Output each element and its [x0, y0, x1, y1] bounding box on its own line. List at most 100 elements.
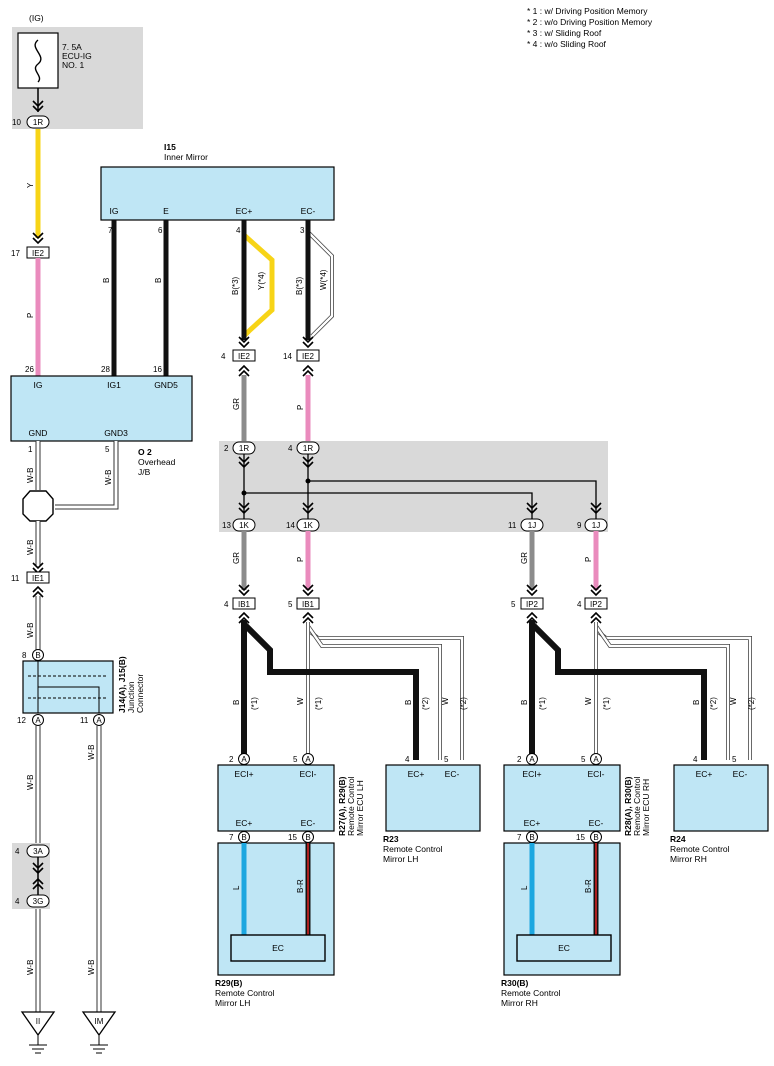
- pin-label: EC+: [408, 769, 425, 779]
- component-name: Remote Control: [346, 776, 356, 836]
- wire-label: (*2): [709, 697, 718, 710]
- pin-number: 13: [222, 521, 231, 530]
- pin-label: 4: [221, 352, 226, 361]
- component-code: R28(A), R30(B): [623, 776, 633, 836]
- pin-label: A: [593, 755, 599, 764]
- connector-3a-3g: 3A 4 3G 4: [12, 843, 50, 909]
- pin-label: B: [593, 833, 598, 842]
- fuse-number: NO. 1: [62, 60, 84, 70]
- pin-label: ECI-: [588, 769, 605, 779]
- connector-label: IE1: [32, 574, 45, 583]
- pin-label: A: [305, 755, 311, 764]
- pin-number: 2: [229, 755, 234, 764]
- connector-label: IP2: [526, 600, 539, 609]
- component-name: Overhead: [138, 457, 176, 467]
- pin-label: B: [529, 833, 534, 842]
- wire-label: (*1): [250, 697, 259, 710]
- pin-number: 16: [153, 365, 162, 374]
- ground-ii: II: [20, 1011, 56, 1054]
- pin-number: 9: [577, 521, 582, 530]
- overhead-jb: IG IG1 GND5 GND GND3 26 28 16 1 5 O 2 Ov…: [10, 365, 193, 477]
- component-name: Mirror RH: [670, 854, 707, 864]
- wire-label: (*2): [747, 697, 756, 710]
- connector-label: 1R: [239, 444, 249, 453]
- pin-number: 26: [25, 365, 34, 374]
- legend-notes: * 1 : w/ Driving Position Memory * 2 : w…: [527, 6, 653, 49]
- pin-number: 15: [288, 833, 297, 842]
- connector-1r-label: 1R: [33, 118, 43, 127]
- pin-number: 1: [28, 445, 33, 454]
- mirror-lh-r23: 4 5 EC+ EC- R23 Remote Control Mirror LH: [383, 755, 481, 864]
- wire-label: (*1): [314, 697, 323, 710]
- pin-label: ECI-: [300, 769, 317, 779]
- wire-label: (*2): [459, 697, 468, 710]
- pin-number: 6: [158, 226, 163, 235]
- pin-label: 11: [11, 574, 20, 583]
- connector-label: IB1: [302, 600, 315, 609]
- wire-label: W: [729, 697, 738, 705]
- pin-number: 4: [693, 755, 698, 764]
- pin-label: EC-: [445, 769, 460, 779]
- component-code: R23: [383, 834, 399, 844]
- pin-number: 2: [224, 444, 229, 453]
- wire-label: W: [441, 697, 450, 705]
- pin-number: 4: [15, 897, 20, 906]
- rh-wires: B (*1) W (*1) B (*2) W (*2): [520, 620, 756, 760]
- pin-label: B: [241, 833, 246, 842]
- pin-label: IG1: [107, 380, 121, 390]
- wire-label: W-B: [26, 468, 35, 483]
- connector-ie2: [296, 349, 320, 362]
- pin-label: ECI+: [522, 769, 541, 779]
- wire-label: W-B: [26, 960, 35, 975]
- pin-number: 15: [576, 833, 585, 842]
- pin-label: GND3: [104, 428, 128, 438]
- pin-label: A: [241, 755, 247, 764]
- pin-number: 8: [22, 651, 27, 660]
- pin-label: B: [305, 833, 310, 842]
- pin-label: EC+: [524, 818, 541, 828]
- pin-number: 5: [581, 755, 586, 764]
- mirror-ecu-lh: A 2 A 5 ECI+ ECI- EC+ EC- R27(A), R29(B)…: [217, 753, 365, 843]
- wire-label: B: [102, 278, 111, 283]
- pin-label: A: [529, 755, 535, 764]
- pin-number: 3: [300, 226, 305, 235]
- mirror-rh-motor: L B-R EC R30(B) Remote Control Mirror RH: [501, 842, 621, 1008]
- fuse-ig-label: (IG): [29, 13, 44, 23]
- connector-ip2: [584, 597, 608, 610]
- wire-label: W: [296, 697, 305, 705]
- mirror-rh-r24: 4 5 EC+ EC- R24 Remote Control Mirror RH: [670, 755, 769, 864]
- ground-wires: W-B W-B W-B: [22, 441, 119, 565]
- wire-label: B: [692, 700, 701, 705]
- junction-connector: B 8 A 12 A 11 J14(A), J15(B) Junction Co…: [17, 649, 145, 726]
- pin-number: 7: [517, 833, 522, 842]
- pin-label: EC-: [733, 769, 748, 779]
- connector-label: 1J: [592, 521, 600, 530]
- wire-label: W-B: [104, 470, 113, 485]
- pin-number: 14: [286, 521, 295, 530]
- connector-label: IE2: [32, 249, 45, 258]
- connector-label: 1K: [239, 521, 249, 530]
- wire-label: W-B: [26, 775, 35, 790]
- note-2: * 2 : w/o Driving Position Memory: [527, 17, 653, 27]
- wire-label: B(*3): [231, 276, 240, 295]
- pin-number: 11: [508, 521, 517, 530]
- connector-label: 3G: [33, 897, 44, 906]
- connector-label: IP2: [590, 600, 603, 609]
- wire-label: Y(*4): [257, 271, 266, 290]
- pin-number: 4: [236, 226, 241, 235]
- pin-number: 2: [517, 755, 522, 764]
- pin-label: A: [35, 716, 41, 725]
- component-label: EC: [272, 943, 284, 953]
- component-label: EC: [558, 943, 570, 953]
- wire-label: W-B: [87, 960, 96, 975]
- wire-label: W-B: [87, 745, 96, 760]
- pin-number: 11: [80, 716, 89, 725]
- wire-label: P: [26, 313, 35, 318]
- wire-label: GR: [232, 552, 241, 564]
- component-name: Mirror LH: [383, 854, 418, 864]
- wire-label: (*1): [602, 697, 611, 710]
- wire-label: B: [404, 700, 413, 705]
- component-name: Mirror LH: [215, 998, 250, 1008]
- pin-label: 10: [12, 118, 21, 127]
- lh-wires: B (*1) W (*1) B (*2) W (*2): [232, 620, 468, 760]
